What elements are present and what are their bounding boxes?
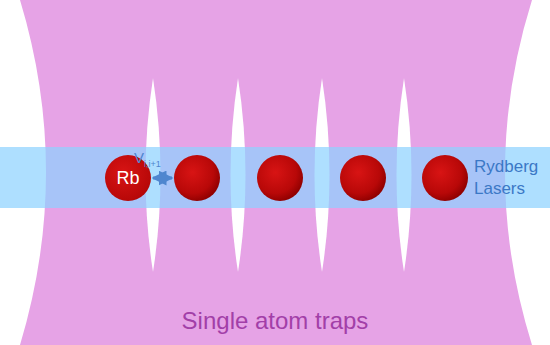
interaction-subscript: i,i+1 (144, 160, 161, 169)
interaction-arrow (153, 177, 172, 180)
node-text: Single atom traps (0, 306, 550, 336)
atom (340, 155, 386, 201)
atom (257, 155, 303, 201)
atom (174, 155, 220, 201)
atom (422, 155, 468, 201)
node-text: Rydberg Lasers (474, 156, 546, 200)
interaction-symbol: V (134, 150, 144, 165)
